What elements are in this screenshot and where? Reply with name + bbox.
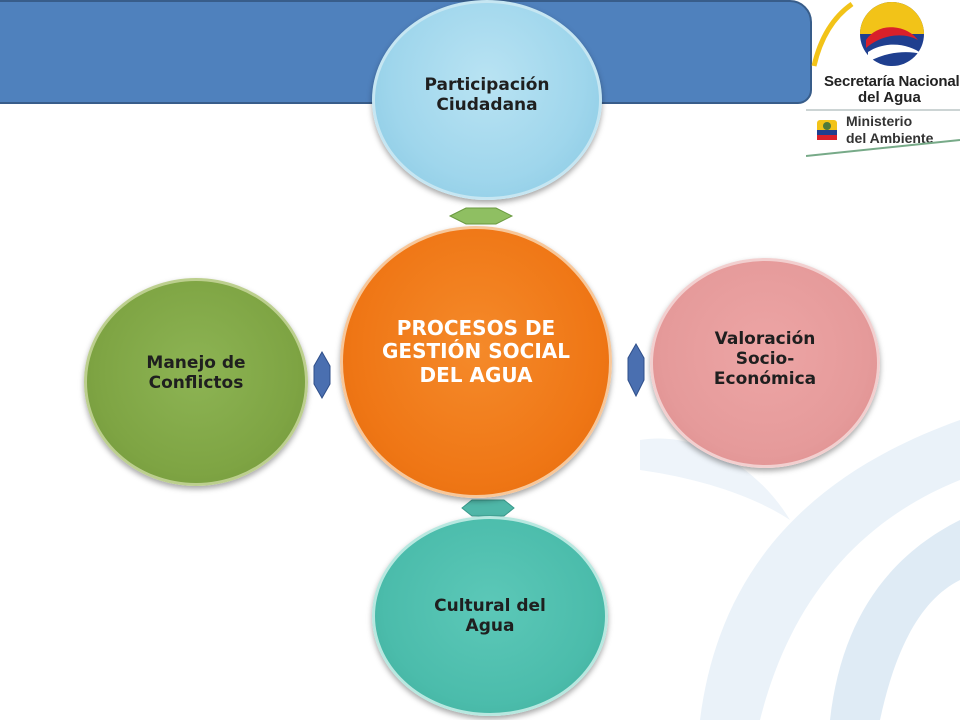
connector-top-arrow [448,207,514,225]
node-manejo-de-conflictos: Manejo de Conflictos [84,278,308,486]
logo-divider-lines [806,109,960,157]
senagua-name-line2: del Agua [858,89,921,106]
logo-block: Secretaría Nacional del Agua Ministerio … [806,0,960,160]
node-valoracion-socio-economica: Valoración Socio-Económica [650,258,880,468]
node-top-label: Participación Ciudadana [424,74,550,115]
node-right-label: Valoración Socio-Económica [713,328,817,390]
connector-right-arrow [627,342,645,398]
connector-bottom-arrow [461,499,515,517]
node-bottom-label: Cultural del Agua [434,595,546,636]
ministerio-name-line2: del Ambiente [846,130,934,146]
ecuador-coat-of-arms-icon [817,120,837,140]
node-left-label: Manejo de Conflictos [146,352,246,393]
ministerio-name-line1: Ministerio [846,113,913,129]
senagua-name-line1: Secretaría Nacional [824,73,960,90]
node-center-label: PROCESOS DE GESTIÓN SOCIAL DEL AGUA [381,315,571,387]
node-cultural-del-agua: Cultural del Agua [372,516,608,716]
senagua-logo-icon [811,1,924,67]
node-center-procesos-gestion-social: PROCESOS DE GESTIÓN SOCIAL DEL AGUA [340,226,612,498]
connector-left-arrow [313,350,331,400]
node-participacion-ciudadana: Participación Ciudadana [372,0,602,200]
